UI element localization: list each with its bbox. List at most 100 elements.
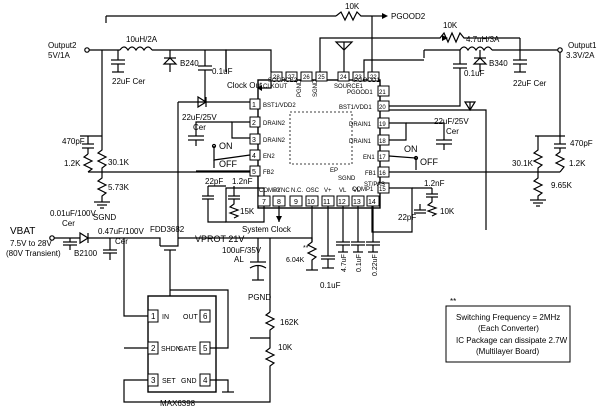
ind-right-label: 4.7uH/3A bbox=[466, 35, 500, 44]
r-div-bot-label: 10K bbox=[278, 343, 293, 352]
ic-pin-11: 11 bbox=[323, 199, 330, 206]
ic-name-pgood1: PGOOD1 bbox=[347, 90, 373, 96]
r-fb-left-top-label: 1.2K bbox=[64, 159, 81, 168]
note-star: ** bbox=[450, 297, 456, 306]
fet-vprot: FDD3682 VPROT 21V 100uF/35V AL PGND 162K… bbox=[123, 225, 313, 403]
exposed-pad bbox=[289, 111, 353, 165]
comp-left-r-label: 15K bbox=[240, 207, 255, 216]
ic-name-drain2b: DRAIN2 bbox=[263, 138, 286, 144]
ic-name-osc: OSC bbox=[306, 188, 320, 194]
sgnd-left-label: SGND bbox=[93, 213, 116, 222]
note-line3: IC Package can dissipate 2.7W bbox=[456, 336, 568, 345]
r-osc-label: 6.04K bbox=[286, 257, 305, 264]
ic-pin-8: 8 bbox=[277, 199, 281, 206]
output1-name: Output1 bbox=[568, 41, 597, 50]
ic-name-sgnd: SGND bbox=[313, 79, 319, 97]
ic-name-en1: EN1 bbox=[363, 155, 375, 161]
cap-vbat-val: 0.01uF/100V bbox=[50, 209, 96, 218]
ic-pin-18: 18 bbox=[379, 139, 386, 145]
ic-pin-15: 15 bbox=[379, 187, 386, 193]
ic-name-fb1: FB1 bbox=[365, 171, 377, 177]
left-compensation: 22pF 1.2nF 15K bbox=[202, 177, 265, 223]
system-clock: System Clock bbox=[242, 206, 292, 234]
ic-name-comp1: COMP1 bbox=[352, 187, 374, 193]
cap-out-left-label: 22uF Cer bbox=[112, 77, 146, 86]
ic-pin-7: 7 bbox=[262, 199, 266, 206]
ic-top-pins: 28 27 26 25 24 23 22 bbox=[270, 71, 380, 82]
double-star-label: ** bbox=[303, 245, 309, 252]
vbat-input: VBAT 7.5V to 28V (80V Transient) 0.01uF/… bbox=[6, 209, 150, 317]
r-top-left-label: 10K bbox=[345, 2, 360, 11]
max-ic-label: MAX6398 bbox=[160, 399, 196, 408]
output2-name: Output2 bbox=[48, 41, 77, 50]
ic-pin-3: 3 bbox=[252, 137, 256, 144]
pgnd-label: PGND bbox=[248, 293, 271, 302]
ic-name-stpas: ST/PAS bbox=[364, 182, 385, 188]
ic-name-en2: EN2 bbox=[263, 154, 275, 160]
cap-vl1-label: 4.7uF bbox=[341, 254, 348, 272]
cap-osc-label: 0.1uF bbox=[320, 281, 341, 290]
max-pin5-num: 5 bbox=[203, 344, 208, 353]
ic-name-clkout: CLKOUT bbox=[263, 84, 288, 90]
output2-section: Output2 5V/1A 10uH/2A B240 22uF Cer 0.1u… bbox=[48, 35, 272, 136]
max-pin3-num: 3 bbox=[151, 376, 156, 385]
ic-pin-28: 28 bbox=[273, 75, 280, 81]
cap-bulk-val: 100uF/35V bbox=[222, 246, 262, 255]
cap-vl3-label: 0.22uF bbox=[372, 254, 379, 276]
ic-name-nc: N.C. bbox=[291, 188, 303, 194]
sgnd-center-label: SGND bbox=[338, 176, 356, 182]
output1-section: Output1 3.3V/2A 4.7uH/3A B340 22uF Cer 0… bbox=[363, 35, 597, 136]
max-pin1-num: 1 bbox=[151, 312, 156, 321]
ic-pin-25: 25 bbox=[318, 75, 325, 81]
comp-right-c1-label: 1.2nF bbox=[424, 179, 445, 188]
max-pin6-num: 6 bbox=[203, 312, 208, 321]
max-pin4-name: GND bbox=[181, 378, 197, 385]
on-left-label: ON bbox=[219, 141, 233, 151]
ic-bottom-pins: 7 8 9 10 11 12 13 14 COMP2 SYNC N.C. OSC… bbox=[257, 182, 385, 207]
ic-pin-2: 2 bbox=[252, 120, 256, 127]
ic-name-vl2: VL bbox=[353, 188, 361, 194]
diode-left-label: B240 bbox=[180, 59, 199, 68]
ic-pin-1: 1 bbox=[252, 102, 256, 109]
pgood2-label: PGOOD2 bbox=[391, 12, 426, 21]
left-feedback: 470pF 1.2K 30.1K 5.73K SGND bbox=[62, 135, 250, 222]
vbat-name: VBAT bbox=[10, 226, 35, 237]
vprot-label: VPROT 21V bbox=[195, 234, 244, 244]
on-right-label: ON bbox=[404, 144, 418, 154]
r-fb-left-mid-label: 30.1K bbox=[108, 158, 130, 167]
ic-ep-label: EP bbox=[330, 168, 338, 174]
r-fb-right-top-label: 1.2K bbox=[569, 159, 586, 168]
cap-ff-right-label: 470pF bbox=[570, 139, 593, 148]
ic-pin-10: 10 bbox=[307, 199, 315, 206]
clock-out-label: Clock Out bbox=[227, 81, 263, 90]
ic-pin-26: 26 bbox=[303, 75, 310, 81]
ic-pin-16: 16 bbox=[379, 171, 386, 177]
ic-name-sync: SYNC bbox=[273, 188, 290, 194]
ic-pin-5: 5 bbox=[252, 169, 256, 176]
right-drain-network: 22uF/25V Cer ON OFF bbox=[388, 117, 560, 173]
output1-rating: 3.3V/2A bbox=[566, 51, 595, 60]
comp-left-c2-label: 1.2nF bbox=[232, 177, 253, 186]
ic-pin-4: 4 bbox=[252, 153, 256, 160]
vbat-transient: (80V Transient) bbox=[6, 249, 61, 258]
cap-boot-right-label: 0.1uF bbox=[464, 69, 485, 78]
ic-pin-23: 23 bbox=[355, 75, 362, 81]
top-pullups: 10K PGOOD2 10K bbox=[105, 2, 521, 72]
ic-name-pgnd: PGND bbox=[297, 79, 303, 97]
right-feedback: 470pF 1.2K 30.1K 9.65K bbox=[512, 135, 593, 207]
cap-ff-left-label: 470pF bbox=[62, 137, 85, 146]
ic-pin-19: 19 bbox=[379, 122, 386, 128]
vbat-range: 7.5V to 28V bbox=[10, 239, 52, 248]
note-box: ** Switching Frequency = 2MHz (Each Conv… bbox=[445, 297, 571, 363]
diode-vbat-label: B2100 bbox=[74, 249, 98, 258]
max-pin2-num: 2 bbox=[151, 344, 156, 353]
r-fb-right-bot-label: 9.65K bbox=[551, 181, 573, 190]
fet-label: FDD3682 bbox=[150, 225, 185, 234]
cap-vl2-label: 0.1uF bbox=[356, 254, 363, 272]
cap-in-left-type: Cer bbox=[193, 123, 206, 132]
r-div-top-label: 162K bbox=[280, 318, 299, 327]
diode-right-label: B340 bbox=[489, 59, 508, 68]
r-top-right-label: 10K bbox=[443, 21, 458, 30]
main-ic: 28 27 26 25 24 23 22 CLKOUT SOURCE2 PGND… bbox=[249, 71, 390, 209]
